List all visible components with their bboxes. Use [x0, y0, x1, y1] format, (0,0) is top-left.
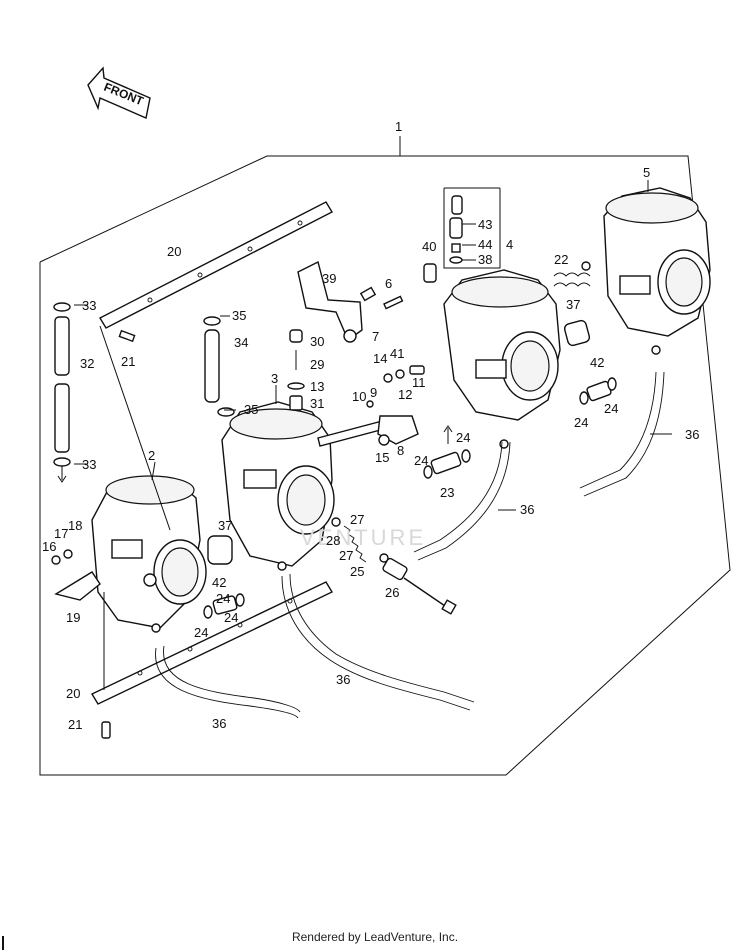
callout-7: 7	[372, 329, 379, 344]
upper-rail	[99, 201, 333, 343]
callout-35-b: 35	[244, 402, 258, 417]
callout-24-c: 24	[574, 415, 588, 430]
callout-27-b: 27	[339, 548, 353, 563]
callout-42-a: 42	[590, 355, 604, 370]
callout-12: 12	[398, 387, 412, 402]
callout-24-g: 24	[216, 591, 230, 606]
callout-22: 22	[554, 252, 568, 267]
callout-33-b: 33	[82, 457, 96, 472]
callout-11: 11	[412, 375, 426, 390]
callout-28: 28	[326, 533, 340, 548]
callout-27-a: 27	[350, 512, 364, 527]
callout-18: 18	[68, 518, 82, 533]
front-arrow: FRONT	[87, 66, 151, 119]
callout-20-upper: 20	[167, 244, 181, 259]
carburetor-3	[207, 401, 335, 571]
hose-34	[203, 316, 235, 417]
callout-36-b: 36	[520, 502, 534, 517]
callout-4: 4	[506, 237, 513, 252]
callout-1: 1	[395, 119, 402, 134]
screw-column	[287, 329, 305, 411]
callout-6: 6	[385, 276, 392, 291]
callout-labels: 1 2 3 4 5 6 7 8 9 10 11 12 13 14 15 16 1…	[42, 119, 699, 732]
callout-35-a: 35	[232, 308, 246, 323]
callout-44: 44	[478, 237, 492, 252]
callout-42-b: 42	[212, 575, 226, 590]
callout-24-e: 24	[194, 625, 208, 640]
lower-rail	[91, 581, 333, 739]
joint-42-left	[203, 593, 245, 619]
footer-credit: Rendered by LeadVenture, Inc.	[291, 930, 459, 944]
callout-34: 34	[234, 335, 248, 350]
carburetor-4	[443, 269, 561, 449]
vent-hoses	[155, 371, 665, 719]
callout-37-a: 37	[566, 297, 580, 312]
callout-8: 8	[397, 443, 404, 458]
watermark: VENTURE	[300, 525, 426, 550]
callout-33-a: 33	[82, 298, 96, 313]
joint-23	[423, 425, 471, 479]
callout-36-c: 36	[336, 672, 350, 687]
callout-17: 17	[54, 526, 68, 541]
hose-32	[53, 302, 71, 483]
carburetor-5	[553, 187, 711, 355]
callout-20-lower: 20	[66, 686, 80, 701]
leader-lines	[74, 180, 672, 531]
callout-15: 15	[375, 450, 389, 465]
callout-29: 29	[310, 357, 324, 372]
choke-shaft	[317, 400, 419, 447]
callout-43: 43	[478, 217, 492, 232]
callout-24-d: 24	[604, 401, 618, 416]
callout-10: 10	[352, 389, 366, 404]
joint-42-right	[579, 377, 617, 405]
callout-31: 31	[310, 396, 324, 411]
pilot-parts	[383, 365, 425, 383]
callout-24-b: 24	[414, 453, 428, 468]
callout-40: 40	[422, 239, 436, 254]
callout-41: 41	[390, 346, 404, 361]
throttle-stop-screw	[331, 517, 457, 615]
callout-9: 9	[370, 385, 377, 400]
callout-26: 26	[385, 585, 399, 600]
callout-24-f: 24	[224, 610, 238, 625]
spring-22	[581, 261, 591, 271]
fast-idle-parts	[51, 549, 105, 690]
callout-32: 32	[80, 356, 94, 371]
callout-37-b: 37	[218, 518, 232, 533]
callout-25: 25	[350, 564, 364, 579]
assembly-outline	[39, 136, 731, 776]
jet-group-box	[423, 187, 501, 283]
linkage-39	[297, 260, 404, 343]
callout-13: 13	[310, 379, 324, 394]
callout-5: 5	[643, 165, 650, 180]
callout-2: 2	[148, 448, 155, 463]
callout-3: 3	[271, 371, 278, 386]
callout-24-a: 24	[456, 430, 470, 445]
callout-19: 19	[66, 610, 80, 625]
callout-14: 14	[373, 351, 387, 366]
callout-21-lower: 21	[68, 717, 82, 732]
edge-mark	[2, 936, 4, 950]
callout-39: 39	[322, 271, 336, 286]
callout-21-upper: 21	[121, 354, 135, 369]
callout-36-a: 36	[685, 427, 699, 442]
callout-38: 38	[478, 252, 492, 267]
callout-16: 16	[42, 539, 56, 554]
carburetor-2	[91, 475, 207, 633]
callout-23: 23	[440, 485, 454, 500]
callout-36-d: 36	[212, 716, 226, 731]
callout-30: 30	[310, 334, 324, 349]
